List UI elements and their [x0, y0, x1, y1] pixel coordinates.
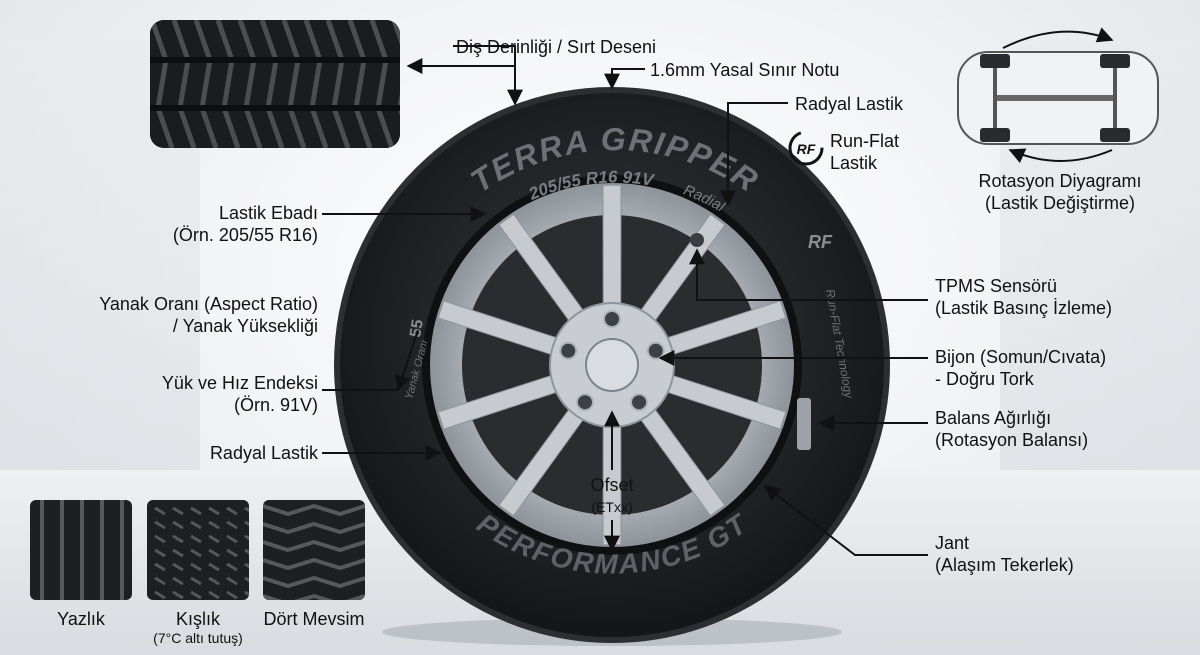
label-balance-weight: Balans Ağırlığı(Rotasyon Balansı): [935, 408, 1089, 450]
label-tpms-sensor: TPMS Sensörü(Lastik Basınç İzleme): [935, 276, 1113, 318]
summer-tire-image: [30, 500, 132, 600]
balance-weight-shape: [797, 398, 811, 450]
tire-aspect-number: 55: [407, 318, 427, 339]
label-summer: Yazlık: [57, 609, 105, 629]
tire-tread-edge: [334, 87, 890, 643]
rim-spokes: [437, 184, 787, 546]
tread-pattern-image: [150, 20, 400, 148]
rotation-diagram-car: [957, 27, 1159, 164]
label-legal-limit: 1.6mm Yasal Sınır Notu: [650, 60, 840, 80]
all-season-tire-image: [263, 500, 365, 600]
label-all-season: Dört Mevsim: [263, 609, 365, 629]
label-tread-depth: Diş Derinliği / Sırt Deseni: [456, 37, 657, 57]
svg-text:RF: RF: [797, 141, 816, 157]
tire-rf-badge: RF: [808, 232, 833, 252]
label-winter: Kışlık(7°C altı tutuş): [153, 609, 243, 646]
label-offset: Ofset(ETxx): [590, 475, 634, 515]
label-tire-size: Lastik Ebadı(Örn. 205/55 R16): [172, 203, 318, 245]
label-rim: Jant(Alaşım Tekerlek): [935, 533, 1074, 575]
label-lug-nuts: Bijon (Somun/Cıvata)- Doğru Tork: [935, 347, 1107, 389]
winter-tire-image: [147, 500, 249, 600]
leader-lines: [322, 45, 928, 556]
center-cap: [585, 338, 639, 392]
label-radial-top: Radyal Lastik: [795, 94, 904, 114]
label-aspect-ratio: Yanak Oranı (Aspect Ratio)/ Yanak Yüksek…: [99, 294, 318, 336]
label-radial-left: Radyal Lastik: [209, 443, 318, 463]
label-rotation-diagram: Rotasyon Diyagramı(Lastik Değiştirme): [978, 171, 1142, 213]
tpms-valve: [690, 233, 704, 247]
run-flat-icon: RF: [788, 130, 824, 166]
label-load-speed-index: Yük ve Hız Endeksi(Örn. 91V): [161, 373, 318, 415]
